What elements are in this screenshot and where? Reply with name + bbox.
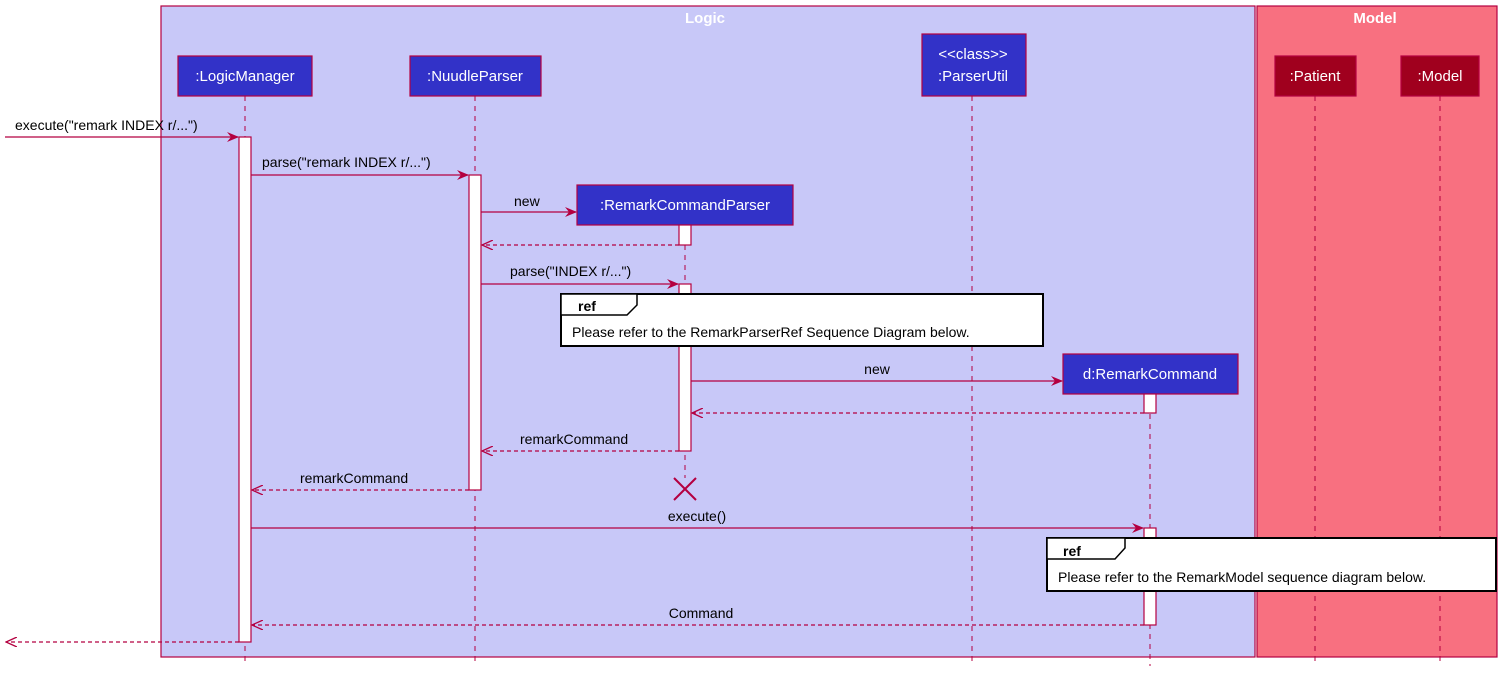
participant-model-label: :Model [1417,68,1462,85]
ref-frame-model-text: Please refer to the RemarkModel sequence… [1058,569,1426,585]
message-parse-remark-label: parse("remark INDEX r/...") [262,154,431,170]
group-logic-title: Logic [685,10,725,27]
ref-frame-parser-tag: ref [578,298,596,314]
return-remark-command-1-label: remarkCommand [520,431,628,447]
activation-nuudle-parser [468,174,482,491]
destroy-marker [673,477,697,501]
activation-remark-command-new [1143,393,1157,414]
return-remark-command-1: remarkCommand [482,431,679,451]
message-parse-remark: parse("remark INDEX r/...") [251,154,469,180]
ref-frame-parser: ref Please refer to the RemarkParserRef … [560,293,1044,347]
participant-parser-util-label: :ParserUtil [938,68,1008,85]
group-model-title: Model [1353,10,1396,27]
participant-remark-command-parser-label: :RemarkCommandParser [600,197,770,214]
activation-logic-manager [238,136,252,643]
message-parse-index-label: parse("INDEX r/...") [510,263,631,279]
participant-remark-command-label: d:RemarkCommand [1083,366,1217,383]
participant-parser-util: <<class>> :ParserUtil [921,33,1027,97]
return-command-label: Command [669,605,734,621]
message-execute-in-label: execute("remark INDEX r/...") [15,117,198,133]
participant-logic-manager: :LogicManager [177,55,313,97]
return-remark-command-2: remarkCommand [252,470,469,490]
ref-frame-model-tag: ref [1063,543,1081,559]
participant-logic-manager-label: :LogicManager [195,68,294,85]
participant-patient-label: :Patient [1290,68,1342,85]
participant-remark-command-parser: :RemarkCommandParser [576,184,794,226]
message-new-parser: new [481,193,577,217]
activation-remark-command-parser-new [678,224,692,246]
return-remark-command-2-label: remarkCommand [300,470,408,486]
participant-remark-command: d:RemarkCommand [1062,353,1239,395]
participant-parser-util-stereotype: <<class>> [938,46,1007,63]
message-parse-index: parse("INDEX r/...") [481,263,679,289]
ref-frame-parser-text: Please refer to the RemarkParserRef Sequ… [572,324,970,340]
message-new-command: new [691,361,1063,386]
message-execute-in: execute("remark INDEX r/...") [5,117,239,142]
participant-nuudle-parser: :NuudleParser [409,55,542,97]
return-command: Command [252,605,1144,625]
participant-patient: :Patient [1274,55,1357,97]
message-new-parser-label: new [514,193,541,209]
participant-nuudle-parser-label: :NuudleParser [427,68,523,85]
ref-frame-model: ref Please refer to the RemarkModel sequ… [1046,537,1497,592]
participant-model: :Model [1400,55,1480,97]
message-execute-command-label: execute() [668,508,726,524]
message-execute-command: execute() [251,508,1144,533]
message-new-command-label: new [864,361,891,377]
